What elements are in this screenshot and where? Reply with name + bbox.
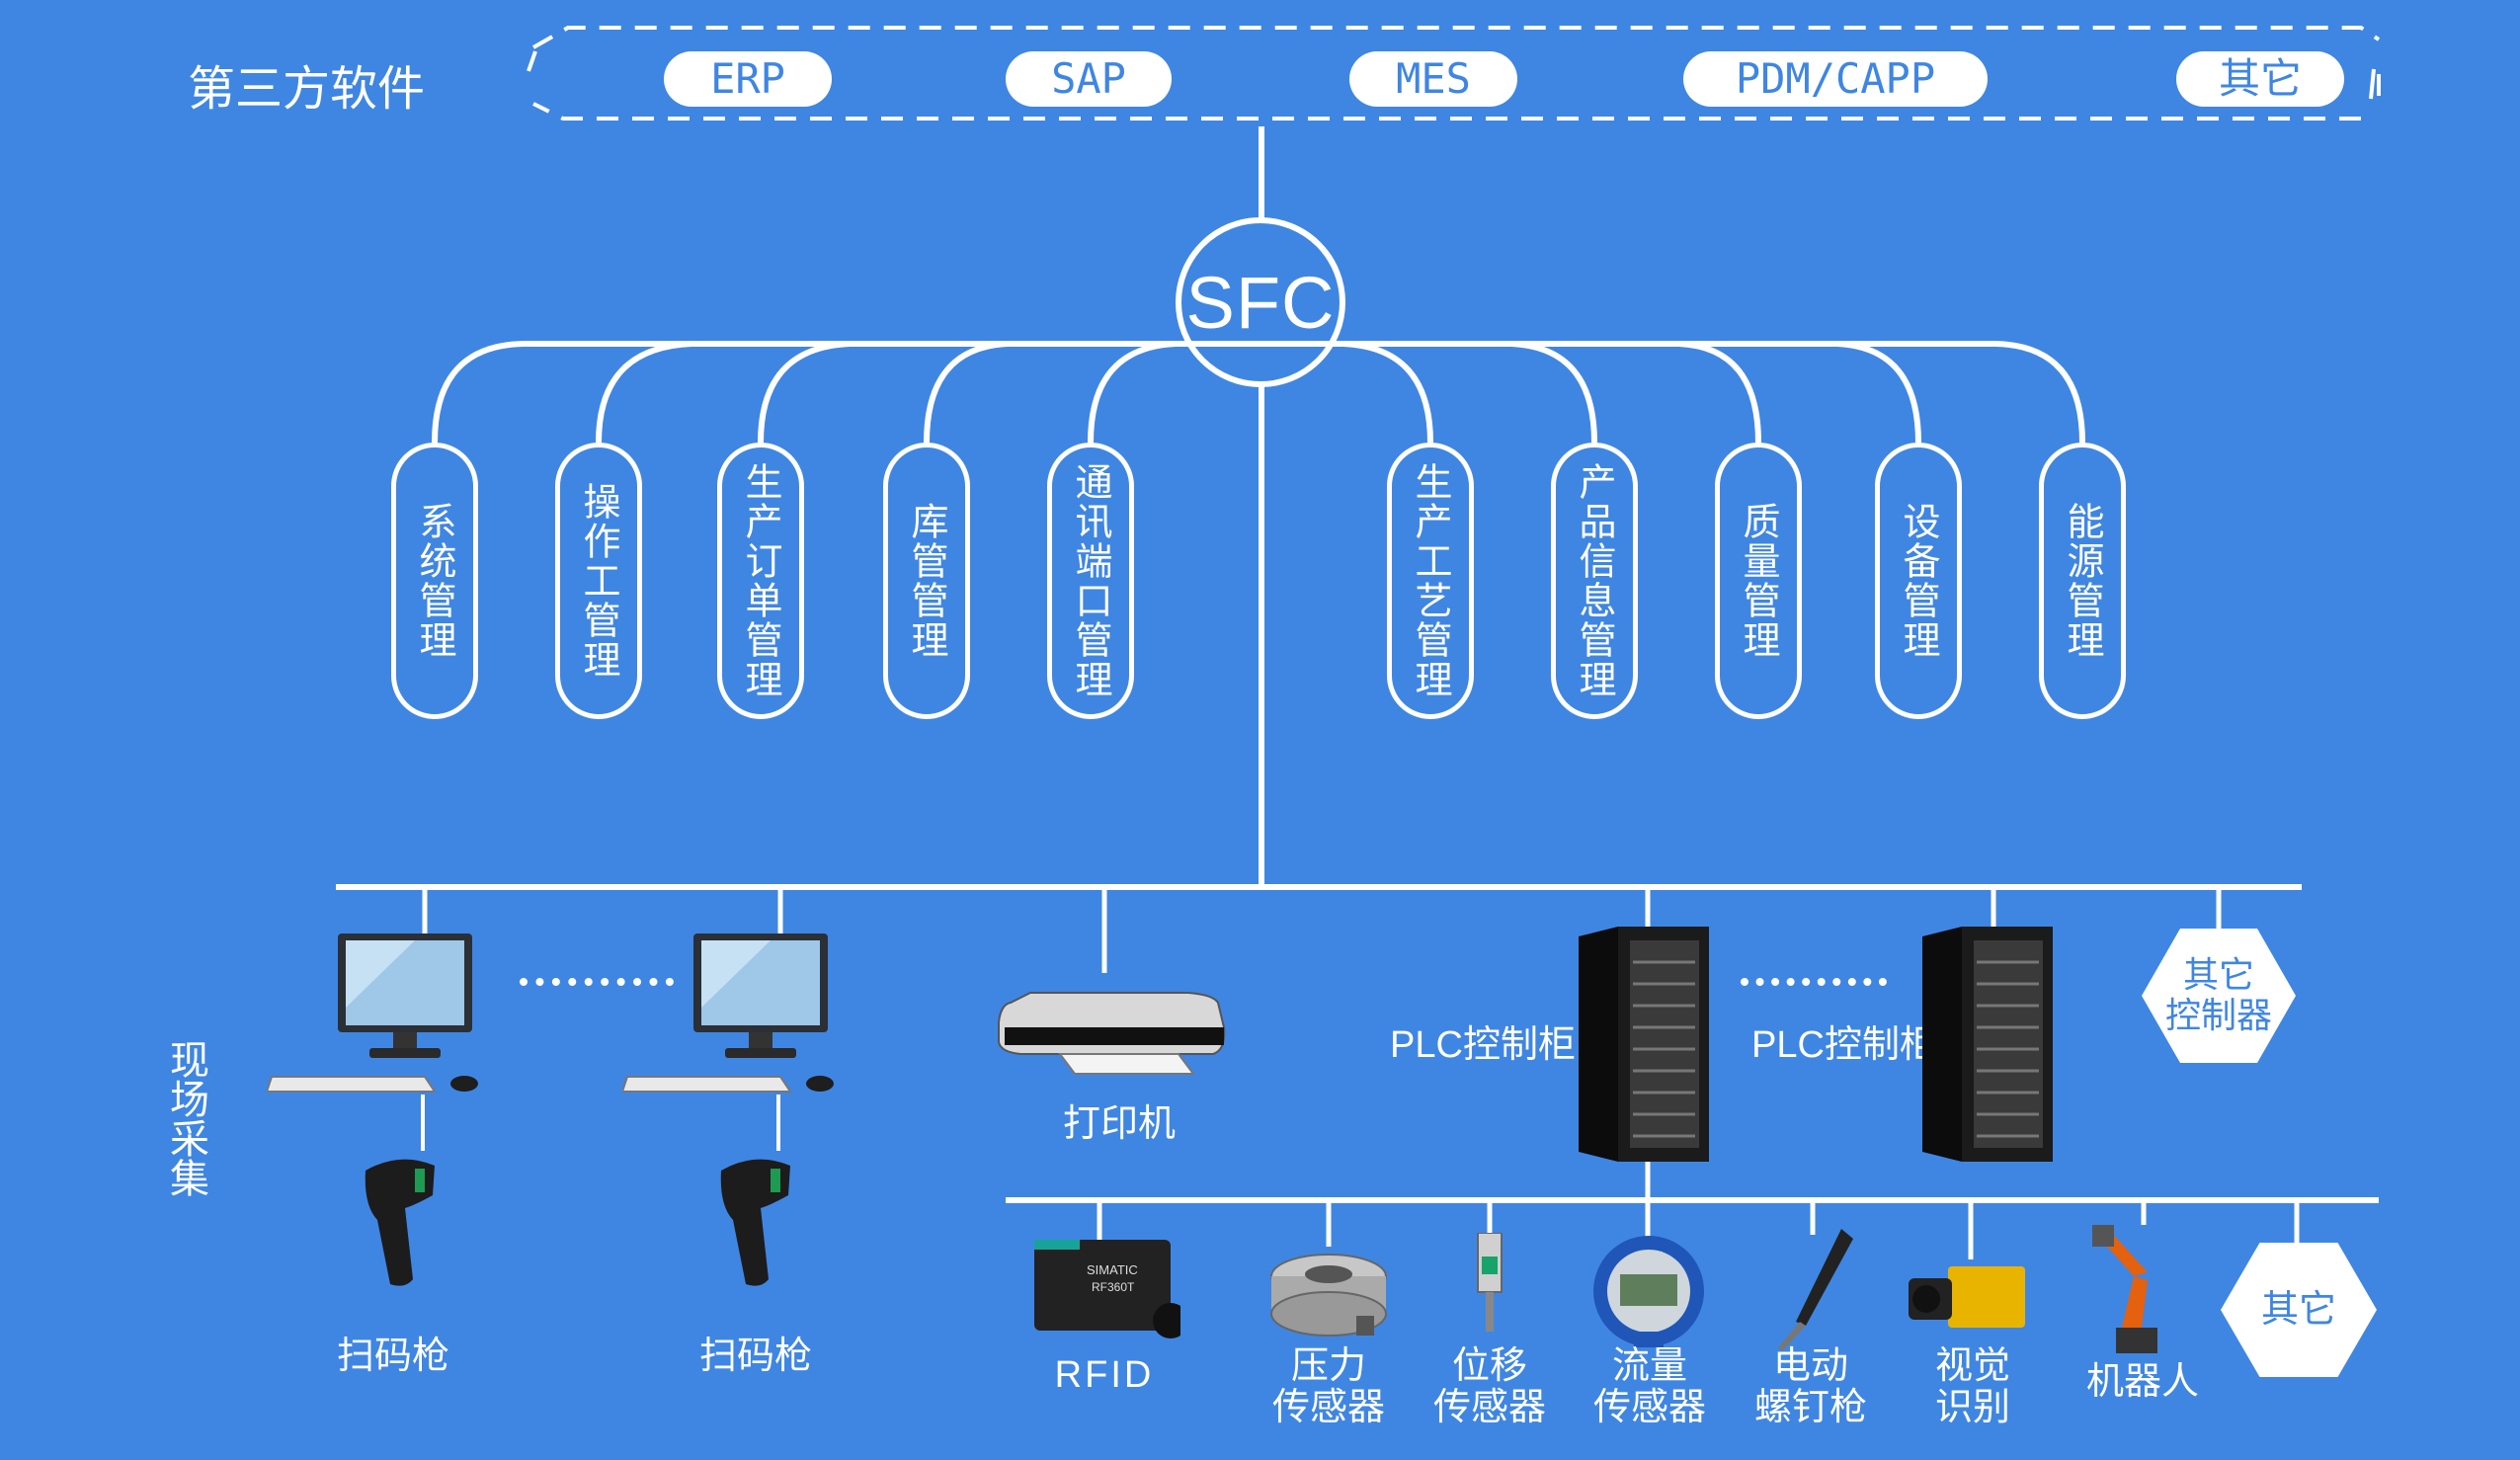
computer-icon <box>267 933 478 1093</box>
scanner-label: 扫码枪 <box>698 1334 812 1377</box>
sensor-label-flow: 流量 传感器 <box>1592 1343 1706 1428</box>
scanner-label: 扫码枪 <box>336 1334 449 1377</box>
software-pdm-capp: PDM/CAPP <box>1683 51 1988 107</box>
sensor-label-displacement: 位移 传感器 <box>1432 1343 1546 1428</box>
electric-screwdriver-icon <box>1778 1229 1853 1351</box>
vision-camera-icon <box>1909 1266 2025 1328</box>
rfid-device-text-2: RF360T <box>1092 1280 1135 1294</box>
flow-sensor-icon <box>1593 1236 1704 1347</box>
module-operator: 操作工管理 <box>555 443 642 719</box>
barcode-scanner-icon <box>365 1159 435 1286</box>
sensor-label-rfid: RFID <box>1054 1354 1155 1396</box>
software-erp: ERP <box>664 51 832 107</box>
branch-curves <box>432 341 2085 444</box>
sfc-node: SFC <box>1176 217 1345 387</box>
module-equipment: 设备管理 <box>1875 443 1962 719</box>
module-system: 系统管理 <box>391 443 478 719</box>
printer-label: 打印机 <box>1062 1101 1176 1145</box>
ellipsis-dots <box>1741 978 1887 986</box>
module-warehouse: 库管管理 <box>883 443 970 719</box>
software-dashed-accent-right <box>2369 68 2376 100</box>
module-process: 生产工艺管理 <box>1387 443 1474 719</box>
module-product-info: 产品信息管理 <box>1551 443 1638 719</box>
sensor-label-screwdriver: 电动 螺钉枪 <box>1753 1343 1867 1428</box>
computer-icon <box>622 933 834 1093</box>
software-mes: MES <box>1349 51 1517 107</box>
pressure-sensor-icon <box>1270 1254 1387 1337</box>
third-party-label: 第三方软件 <box>188 63 426 116</box>
module-production-order: 生产订单管理 <box>717 443 804 719</box>
printer-icon <box>998 992 1226 1075</box>
module-energy: 能源管理 <box>2039 443 2126 719</box>
software-other: 其它 <box>2176 51 2344 107</box>
software-dashed-border <box>532 26 2381 121</box>
module-comm-port: 通讯端口管理 <box>1047 443 1134 719</box>
plc-cabinet-icon <box>1579 927 1709 1162</box>
plc-cabinet-icon <box>1922 927 2053 1162</box>
ellipsis-dots <box>520 978 674 986</box>
module-quality: 质量管理 <box>1715 443 1802 719</box>
plc-label: PLC控制柜 <box>1751 1024 1937 1066</box>
field-collection-label: 现场采集 <box>163 1039 208 1197</box>
displacement-sensor-icon <box>1477 1233 1503 1332</box>
barcode-scanner-icon <box>720 1159 790 1286</box>
rfid-reader-icon: SIMATIC RF360T <box>1034 1240 1180 1338</box>
robot-arm-icon <box>2092 1225 2157 1353</box>
sensor-label-robot: 机器人 <box>2085 1359 2199 1403</box>
plc-label: PLC控制柜 <box>1390 1024 1576 1066</box>
field-drops <box>422 887 2222 973</box>
software-dashed-accent-left <box>527 50 537 72</box>
sensor-label-vision: 视觉 识别 <box>1934 1343 2010 1428</box>
rfid-device-text-1: SIMATIC <box>1087 1262 1138 1277</box>
software-sap: SAP <box>1006 51 1172 107</box>
sensor-label-pressure: 压力 传感器 <box>1271 1343 1385 1428</box>
sensor-drops <box>1097 1200 2300 1259</box>
